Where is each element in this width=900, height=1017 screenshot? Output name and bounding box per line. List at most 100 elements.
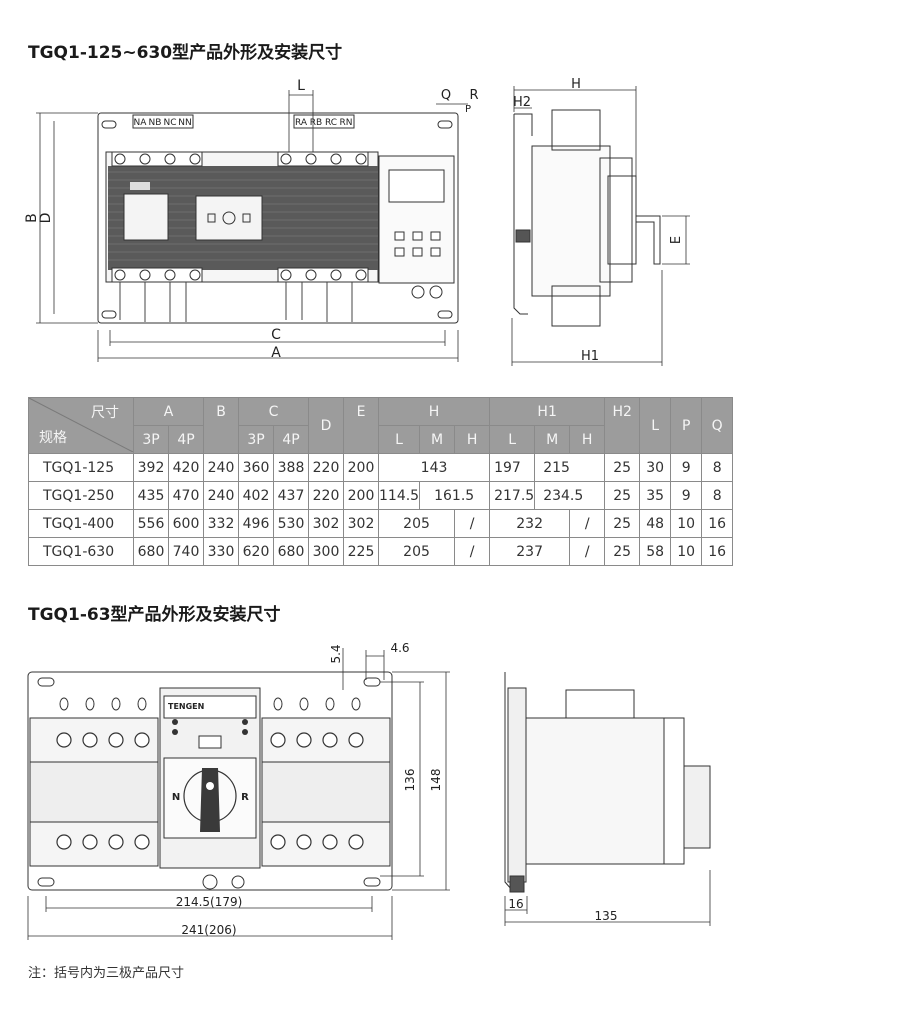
table-cell: 143 bbox=[377, 453, 491, 482]
table-cell: 556 bbox=[133, 509, 169, 538]
sub-C3: 3P bbox=[238, 425, 274, 454]
table-cell: 215 bbox=[534, 453, 606, 482]
switch-label-left: N bbox=[172, 792, 180, 803]
table-cell: 237 bbox=[489, 537, 571, 566]
col-L: L bbox=[639, 397, 672, 454]
table-row: TGQ1-250 435 470 240 402 437 220 200 114… bbox=[28, 481, 734, 510]
table-cell: 680 bbox=[133, 537, 169, 566]
dim-214-label: 214.5(179) bbox=[176, 895, 243, 909]
terminal-label: NB bbox=[149, 118, 162, 128]
diagram2: TENGEN N R 214.5(179) 241(206) 136 148 5… bbox=[27, 641, 711, 940]
col-Q: Q bbox=[701, 397, 734, 454]
dim-C-label: C bbox=[271, 327, 281, 343]
table-cell: 9 bbox=[670, 481, 703, 510]
table-cell: 48 bbox=[639, 509, 672, 538]
table-cell: 10 bbox=[670, 509, 703, 538]
dim-148-label: 148 bbox=[429, 769, 443, 792]
table-cell: 435 bbox=[133, 481, 169, 510]
sub-H1H: H bbox=[569, 425, 606, 454]
switch-label-right: R bbox=[241, 792, 249, 803]
table-cell: 420 bbox=[168, 453, 204, 482]
table-cell: 197 bbox=[489, 453, 536, 482]
col-H2: H2 bbox=[604, 397, 641, 454]
table-cell: 16 bbox=[701, 537, 734, 566]
table-cell: 8 bbox=[701, 453, 734, 482]
dim-R-label: R bbox=[469, 88, 478, 103]
dim-H-label: H bbox=[571, 77, 581, 92]
dim-16-label: 16 bbox=[508, 897, 523, 911]
dim-Q-label: Q bbox=[441, 88, 451, 103]
sub-HH: H bbox=[454, 425, 491, 454]
cell-model: TGQ1-400 bbox=[28, 509, 134, 538]
table-cell: / bbox=[454, 537, 491, 566]
table-cell: 232 bbox=[489, 509, 571, 538]
corner-bottom: 规格 bbox=[39, 430, 67, 446]
dim-46-label: 4.6 bbox=[390, 641, 409, 655]
table-cell: 600 bbox=[168, 509, 204, 538]
table-cell: 8 bbox=[701, 481, 734, 510]
dimension-table: 尺寸 规格 A B C D E H H1 H2 L P Q 3P 4P 3P 4… bbox=[28, 397, 734, 566]
dim-P-label: P bbox=[465, 104, 471, 115]
col-C: C bbox=[238, 397, 309, 426]
sub-A3: 3P bbox=[133, 425, 169, 454]
dim-B-label: B bbox=[24, 213, 40, 223]
dim-H2-label: H2 bbox=[513, 95, 531, 110]
dim-135-label: 135 bbox=[595, 909, 618, 923]
table-cell: 114.5 bbox=[377, 481, 421, 510]
col-E: E bbox=[343, 397, 379, 454]
table-row: TGQ1-400 556 600 332 496 530 302 302 205… bbox=[28, 509, 734, 538]
col-P: P bbox=[670, 397, 703, 454]
table-corner: 尺寸 规格 bbox=[28, 397, 134, 454]
table-cell: 10 bbox=[670, 537, 703, 566]
terminal-label: RN bbox=[340, 118, 353, 128]
table-cell: 35 bbox=[639, 481, 672, 510]
col-B: B bbox=[203, 397, 239, 454]
table-cell: 205 bbox=[377, 509, 456, 538]
sub-C4: 4P bbox=[273, 425, 309, 454]
table-cell: 740 bbox=[168, 537, 204, 566]
col-A: A bbox=[133, 397, 204, 426]
table-cell: 200 bbox=[343, 481, 379, 510]
cell-model: TGQ1-250 bbox=[28, 481, 134, 510]
dim-241-label: 241(206) bbox=[181, 923, 236, 937]
terminal-label: RA bbox=[295, 118, 308, 128]
terminal-label: RC bbox=[325, 118, 337, 128]
table-cell: 25 bbox=[604, 481, 641, 510]
dim-136-label: 136 bbox=[403, 769, 417, 792]
table-cell: 402 bbox=[238, 481, 274, 510]
table-cell: 16 bbox=[701, 509, 734, 538]
table-cell: / bbox=[569, 537, 606, 566]
dim-L-label: L bbox=[297, 78, 305, 94]
sub-H1M: M bbox=[534, 425, 571, 454]
table-cell: 225 bbox=[343, 537, 379, 566]
table-cell: 437 bbox=[273, 481, 309, 510]
table-cell: 240 bbox=[203, 453, 239, 482]
table-cell: / bbox=[569, 509, 606, 538]
table-cell: 30 bbox=[639, 453, 672, 482]
terminal-label: NC bbox=[163, 118, 176, 128]
table-cell: 620 bbox=[238, 537, 274, 566]
table-cell: 388 bbox=[273, 453, 309, 482]
dim-54-label: 5.4 bbox=[329, 644, 343, 663]
table-cell: 496 bbox=[238, 509, 274, 538]
dim-E-label: E bbox=[669, 236, 684, 244]
dim-A-label: A bbox=[271, 345, 281, 361]
table-cell: 217.5 bbox=[489, 481, 536, 510]
table-cell: 680 bbox=[273, 537, 309, 566]
table-cell: 58 bbox=[639, 537, 672, 566]
table-cell: 220 bbox=[308, 453, 344, 482]
section1-title: TGQ1-125~630型产品外形及安装尺寸 bbox=[28, 43, 343, 63]
table-cell: 302 bbox=[308, 509, 344, 538]
table-cell: 234.5 bbox=[534, 481, 606, 510]
dim-H1-label: H1 bbox=[581, 349, 599, 364]
table-cell: 330 bbox=[203, 537, 239, 566]
terminal-label: NA bbox=[134, 118, 148, 128]
cell-model: TGQ1-125 bbox=[28, 453, 134, 482]
table-cell: 300 bbox=[308, 537, 344, 566]
dim-D-label: D bbox=[38, 213, 54, 224]
corner-top: 尺寸 bbox=[91, 405, 119, 421]
table-row: TGQ1-630 680 740 330 620 680 300 225 205… bbox=[28, 537, 734, 566]
footnote: 注：括号内为三极产品尺寸 bbox=[28, 966, 185, 981]
terminal-label: RB bbox=[310, 118, 322, 128]
sub-HL: L bbox=[377, 425, 421, 454]
